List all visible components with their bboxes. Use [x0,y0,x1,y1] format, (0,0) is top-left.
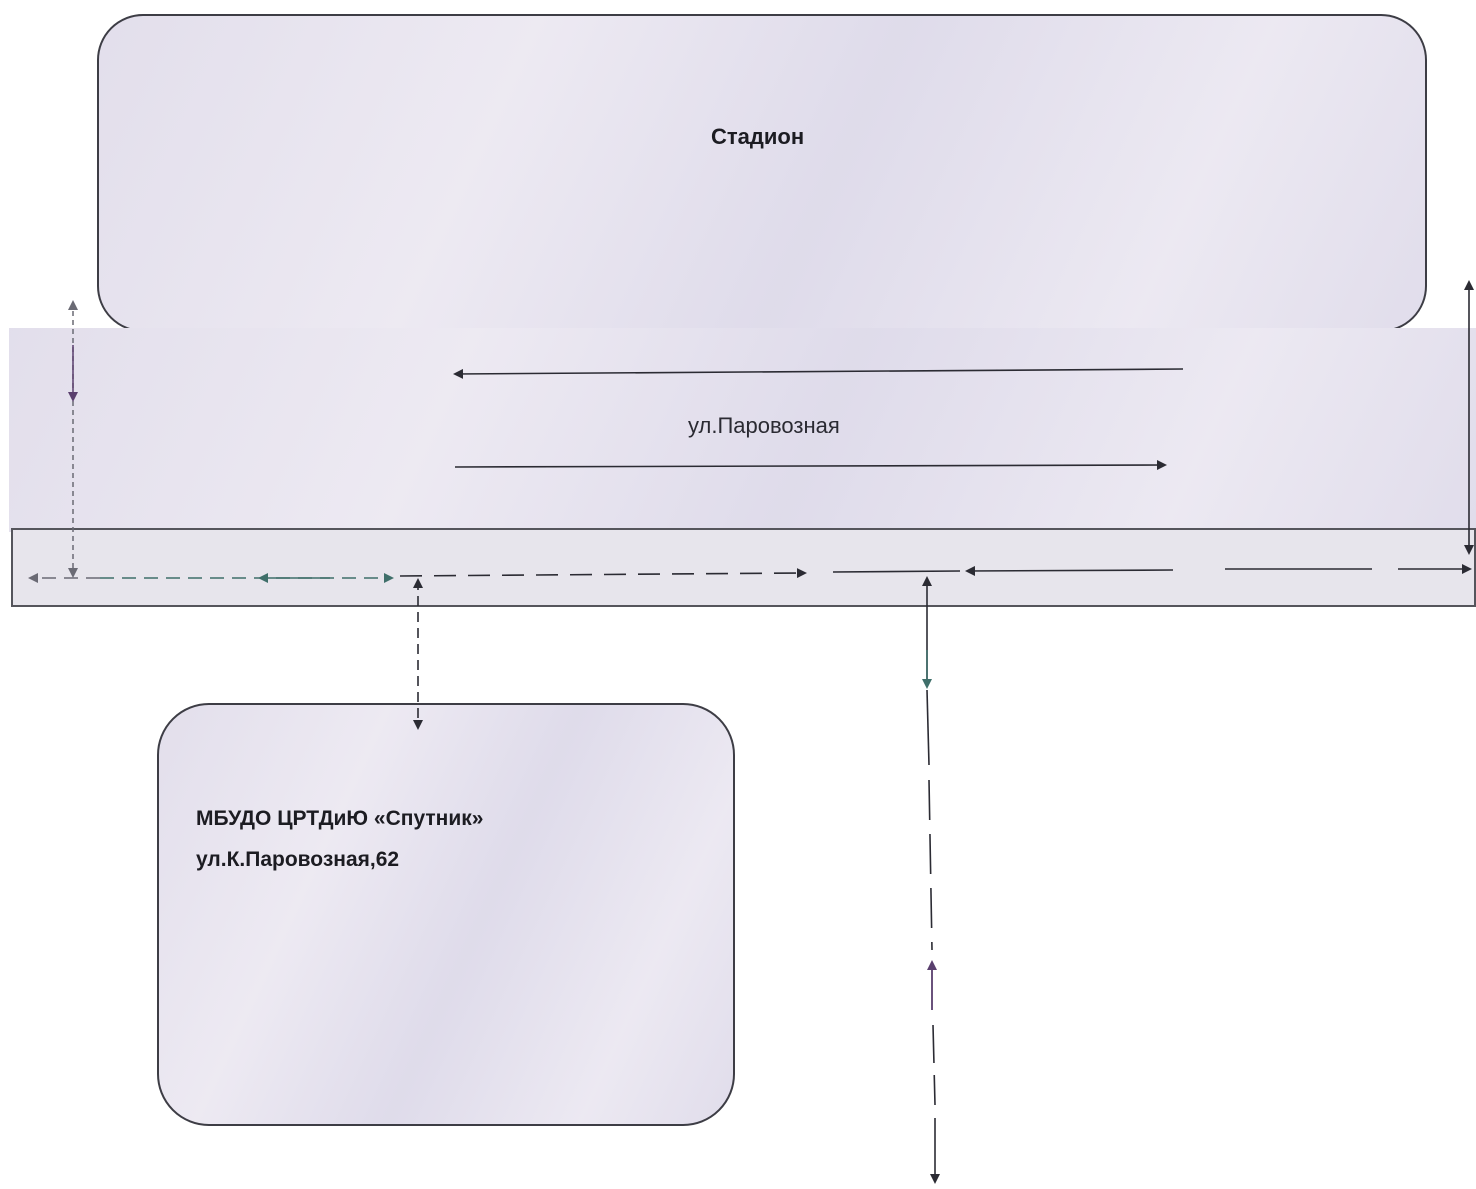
school-building [157,703,735,1126]
traffic-arrow-westbound [453,368,1184,379]
street-label: ул.Паровозная [688,413,840,438]
school-address: ул.К.Паровозная,62 [196,848,400,871]
sidewalk [11,528,1476,607]
sidewalk-arrow-right-back [965,565,1174,576]
center-path-line-lower [928,779,933,951]
sidewalk-arrow-mid-segment [399,568,807,579]
center-path-line-bottom [932,1024,936,1106]
school-name: МБУДО ЦРТДиЮ «Спутник» [196,807,484,830]
traffic-arrow-eastbound [454,460,1167,471]
stadium-area [97,14,1427,332]
center-path-line-mid [926,689,930,766]
street-paravoznaya [9,328,1476,532]
sidewalk-line-center [832,570,961,573]
stadium-label: Стадион [711,124,805,149]
